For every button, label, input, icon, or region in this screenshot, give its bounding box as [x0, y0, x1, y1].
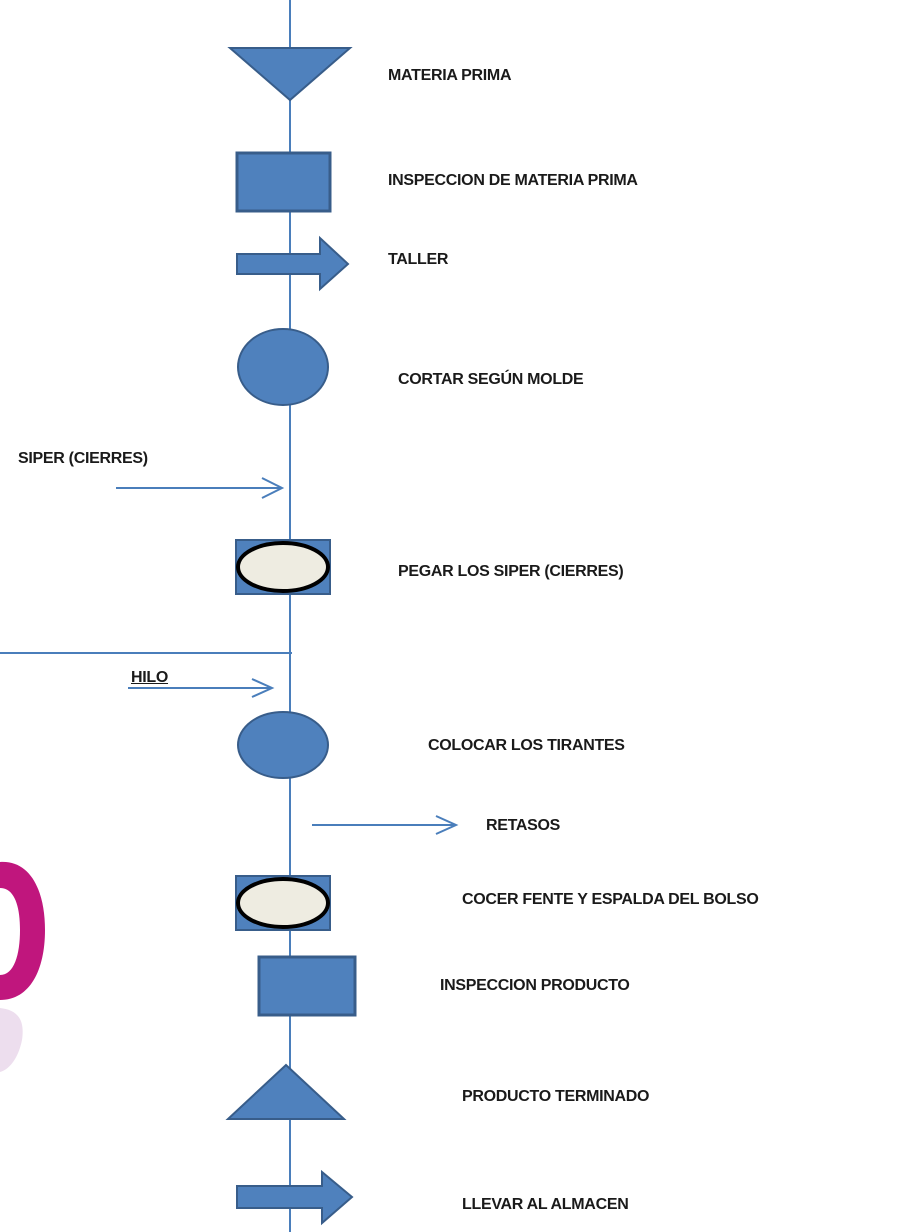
- input-label-hilo: HILO: [131, 669, 169, 686]
- input-arrow-hilo: [128, 678, 275, 698]
- storage-triangle-symbol: [225, 1063, 347, 1120]
- step-label: PRODUCTO TERMINADO: [462, 1088, 650, 1105]
- step-label: INSPECCION PRODUCTO: [440, 977, 630, 994]
- input-label-siper: SIPER (CIERRES): [18, 450, 148, 467]
- output-label-retasos: RETASOS: [486, 817, 561, 834]
- step-label: LLEVAR AL ALMACEN: [462, 1196, 629, 1213]
- inspection-rectangle-symbol: [235, 151, 332, 213]
- step-label: TALLER: [388, 251, 449, 268]
- operation-ellipse-symbol: [237, 711, 329, 779]
- operation-ellipse-symbol: [237, 328, 329, 406]
- step-label: MATERIA PRIMA: [388, 67, 512, 84]
- combined-operation-framed-oval-symbol: [235, 539, 331, 595]
- step-label: COLOCAR LOS TIRANTES: [428, 737, 625, 754]
- transport-arrow-symbol: [236, 1169, 354, 1226]
- step-label: INSPECCION DE MATERIA PRIMA: [388, 172, 638, 189]
- combined-operation-framed-oval-symbol: [235, 875, 331, 931]
- transport-arrow-symbol: [236, 235, 350, 292]
- step-label: PEGAR LOS SIPER (CIERRES): [398, 563, 624, 580]
- output-arrow-retasos: [312, 815, 459, 835]
- step-label: COCER FENTE Y ESPALDA DEL BOLSO: [462, 891, 759, 908]
- inspection-rectangle-symbol: [257, 955, 357, 1017]
- storage-inverted-triangle-symbol: [227, 47, 353, 102]
- partial-letter-decoration: [0, 861, 45, 1072]
- input-arrow-siper: [116, 477, 285, 499]
- step-label: CORTAR SEGÚN MOLDE: [398, 371, 584, 388]
